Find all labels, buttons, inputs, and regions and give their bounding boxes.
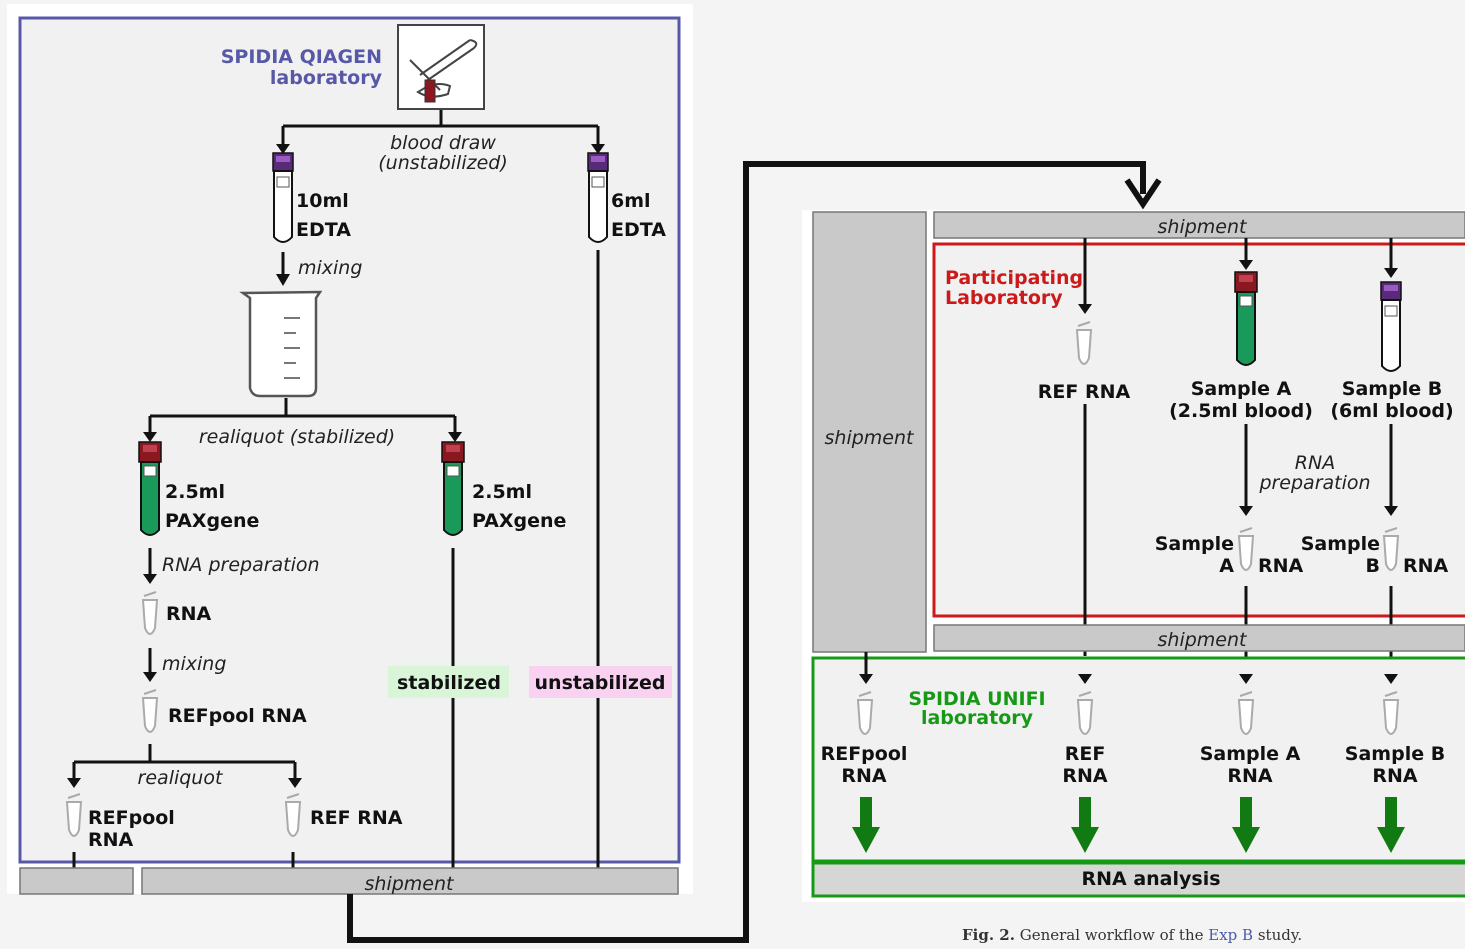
shipment-left-label: shipment bbox=[365, 873, 456, 895]
participating-lab-title: Participating bbox=[945, 267, 1083, 289]
paxgene-right-tube-icon bbox=[442, 442, 464, 535]
refpool-rna-label: REFpool RNA bbox=[168, 705, 307, 727]
qiagen-lab-subtitle: laboratory bbox=[270, 67, 383, 89]
sample-b-tube-icon bbox=[1381, 282, 1401, 371]
sample-a-unifi-label: Sample A bbox=[1200, 743, 1301, 765]
sample-b-unifi-label: Sample B bbox=[1345, 743, 1445, 765]
shipment-side-label: shipment bbox=[825, 427, 916, 449]
caption-text-pre: General workflow of the bbox=[1015, 926, 1208, 944]
beaker-icon bbox=[243, 292, 320, 396]
edta-6ml-label: EDTA bbox=[611, 219, 666, 241]
sample-a-unifi-rna: RNA bbox=[1227, 765, 1273, 787]
figure-caption: Fig. 2. General workflow of the Exp B st… bbox=[962, 926, 1302, 944]
shipment-top-label: shipment bbox=[1158, 216, 1249, 238]
sample-a-rna-label: Sample bbox=[1155, 533, 1234, 555]
unifi-lab-subtitle: laboratory bbox=[921, 707, 1034, 729]
qiagen-lab-title: SPIDIA QIAGEN bbox=[221, 46, 382, 68]
sample-a-rna-letter: A bbox=[1219, 555, 1234, 577]
realiquot-label: realiquot bbox=[138, 767, 224, 789]
edta-6ml-volume: 6ml bbox=[611, 190, 651, 212]
ref-unifi-label: REF bbox=[1065, 743, 1106, 765]
mixing-label-2: mixing bbox=[162, 653, 226, 675]
ref-rna-bottom-label: REF RNA bbox=[310, 807, 403, 829]
shipment-bar-left-small bbox=[20, 868, 133, 894]
edta-6ml-tube-icon bbox=[588, 153, 608, 242]
edta-10ml-label: EDTA bbox=[296, 219, 351, 241]
blood-draw-unstabilized-label: (unstabilized) bbox=[378, 152, 508, 174]
caption-exp-link[interactable]: Exp B bbox=[1208, 926, 1253, 944]
edta-10ml-volume: 10ml bbox=[296, 190, 349, 212]
sample-a-rna-suffix: RNA bbox=[1258, 555, 1304, 577]
sample-b-unifi-rna: RNA bbox=[1372, 765, 1418, 787]
edta-10ml-tube-icon bbox=[273, 153, 293, 242]
refpool-bottom-rna: RNA bbox=[88, 829, 134, 851]
paxgene-right-volume: 2.5ml bbox=[472, 481, 532, 503]
sample-b-rna-suffix: RNA bbox=[1403, 555, 1449, 577]
rna-label: RNA bbox=[166, 603, 212, 625]
sample-a-label: Sample A bbox=[1191, 378, 1292, 400]
sample-a-tube-icon bbox=[1235, 272, 1257, 365]
participating-lab-subtitle: Laboratory bbox=[945, 287, 1063, 309]
paxgene-left-label: PAXgene bbox=[165, 510, 259, 532]
ref-unifi-rna: RNA bbox=[1062, 765, 1108, 787]
caption-text-post: study. bbox=[1253, 926, 1302, 944]
figure-number: Fig. 2. bbox=[962, 926, 1015, 944]
ref-rna-label: REF RNA bbox=[1038, 381, 1131, 403]
paxgene-right-label: PAXgene bbox=[472, 510, 566, 532]
sample-b-rna-letter: B bbox=[1366, 555, 1380, 577]
rna-preparation-right-label: RNA bbox=[1295, 452, 1335, 474]
paxgene-left-tube-icon bbox=[139, 442, 161, 535]
blood-draw-label: blood draw bbox=[390, 132, 496, 154]
blood-draw-illustration bbox=[398, 25, 484, 109]
unstabilized-badge-label: unstabilized bbox=[535, 672, 666, 694]
realiquot-stabilized-label: realiquot (stabilized) bbox=[199, 426, 395, 448]
sample-b-rna-label: Sample bbox=[1301, 533, 1380, 555]
rna-analysis-label: RNA analysis bbox=[1081, 868, 1220, 890]
stabilized-badge-label: stabilized bbox=[397, 672, 501, 694]
refpool-bottom-label: REFpool bbox=[88, 807, 175, 829]
sample-b-label: Sample B bbox=[1342, 378, 1442, 400]
rna-preparation-label: RNA preparation bbox=[162, 554, 320, 576]
mixing-label-1: mixing bbox=[298, 257, 362, 279]
sample-a-volume: (2.5ml blood) bbox=[1169, 400, 1313, 422]
rna-preparation-right-sub: preparation bbox=[1258, 472, 1370, 494]
refpool-unifi-label: REFpool bbox=[821, 743, 908, 765]
shipment-mid-label: shipment bbox=[1158, 629, 1249, 651]
sample-b-volume: (6ml blood) bbox=[1330, 400, 1453, 422]
refpool-unifi-rna: RNA bbox=[841, 765, 887, 787]
paxgene-left-volume: 2.5ml bbox=[165, 481, 225, 503]
